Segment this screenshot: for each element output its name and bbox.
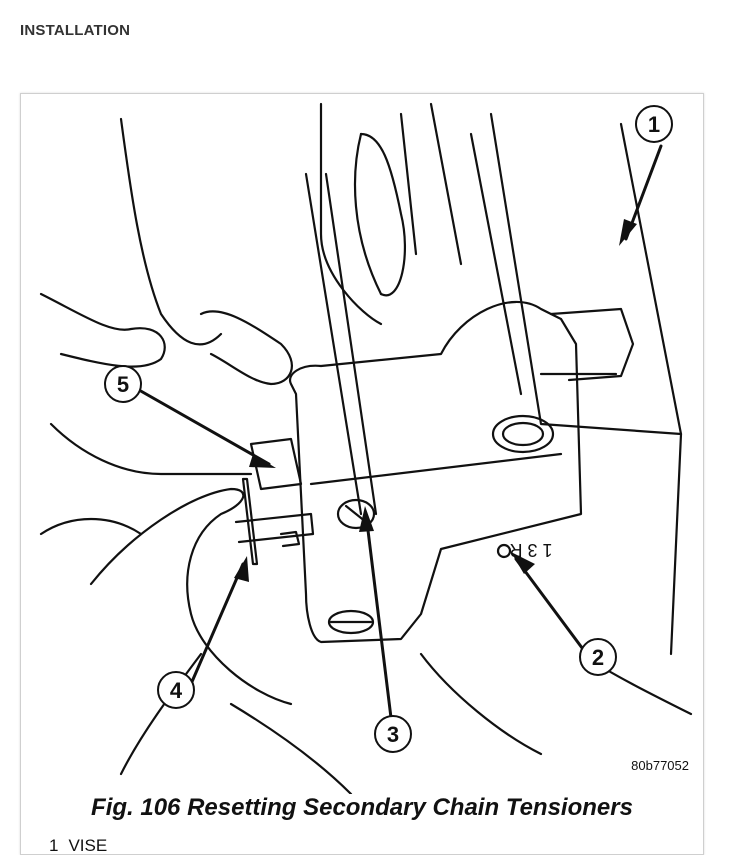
retaining-pin-drawing [234,437,315,566]
upper-hand-drawing [39,102,407,476]
legend-list: 1 VISE [49,836,108,855]
legend-text: VISE [68,836,108,855]
figure-code: 80b77052 [631,758,689,773]
callout-5: 5 [117,372,129,397]
callout-circles [104,105,673,753]
tensioner-body-drawing [288,300,583,644]
callout-arrowheads [234,219,637,582]
section-heading: INSTALLATION [20,22,131,39]
figure-caption: Fig. 106 Resetting Secondary Chain Tensi… [91,794,633,821]
figure-container: 1 2 3 4 5 1 3 R 80b77052 Fig. 106 Resett… [20,93,704,855]
callout-labels: 1 2 3 4 5 1 3 R [117,112,660,747]
callout-1: 1 [648,112,660,137]
legend-number: 1 [49,836,59,855]
callout-2: 2 [592,645,604,670]
tensioner-stamp-text: 1 3 R [509,540,552,560]
vise-drawing [399,102,683,656]
legend-item: 1 VISE [49,836,108,855]
pin-tool-drawing [304,172,378,516]
tensioner-illustration: 1 2 3 4 5 1 3 R [39,102,693,794]
callout-3: 3 [387,722,399,747]
callout-4: 4 [170,678,183,703]
